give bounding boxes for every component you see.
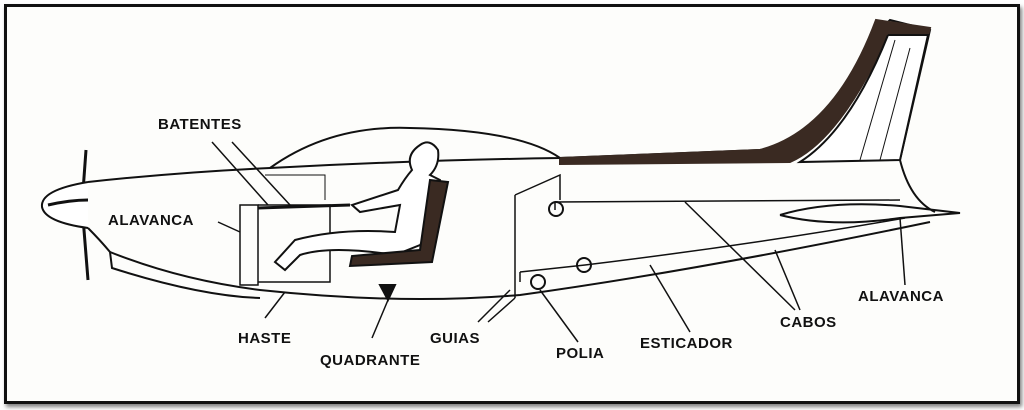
label-esticador: ESTICADOR bbox=[640, 335, 733, 352]
label-polia: POLIA bbox=[556, 345, 605, 362]
label-batentes: BATENTES bbox=[158, 116, 242, 133]
label-guias: GUIAS bbox=[430, 330, 481, 347]
spinner bbox=[40, 181, 89, 229]
seat bbox=[348, 178, 450, 268]
pilot bbox=[273, 141, 442, 272]
horizontal-stabilizer bbox=[779, 203, 961, 224]
label-quadrante: QUADRANTE bbox=[320, 352, 421, 369]
quadrant bbox=[378, 284, 397, 303]
pulley bbox=[576, 257, 592, 273]
label-haste: HASTE bbox=[238, 330, 292, 347]
label-alavanca-rear: ALAVANCA bbox=[858, 288, 944, 305]
label-alavanca-front: ALAVANCA bbox=[108, 212, 194, 229]
pulley bbox=[548, 201, 564, 217]
vertical-fin bbox=[796, 34, 930, 164]
canopy bbox=[269, 126, 561, 169]
pulley bbox=[530, 274, 546, 290]
fuselage-bottom bbox=[109, 221, 931, 300]
cables bbox=[519, 199, 906, 273]
label-cabos: CABOS bbox=[780, 314, 837, 331]
